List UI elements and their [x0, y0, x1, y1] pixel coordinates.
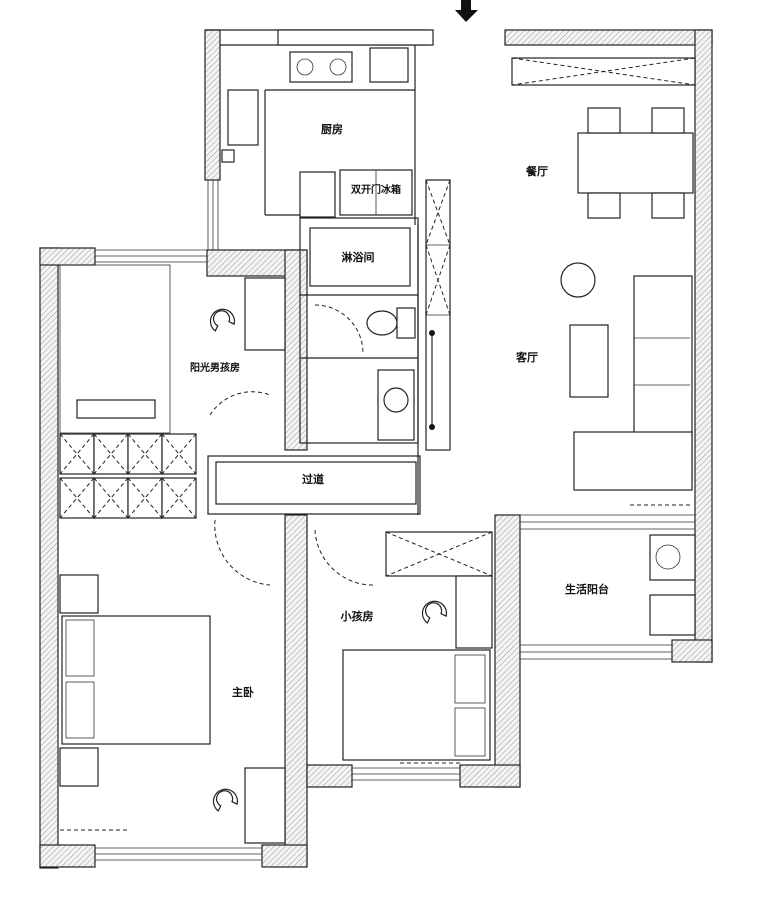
living-area: 客厅: [515, 262, 693, 506]
room-label-balcony: 生活阳台: [565, 582, 609, 596]
bed: [342, 649, 491, 761]
room-label-child-room: 小孩房: [340, 609, 374, 623]
room-label-master-bedroom: 主卧: [232, 685, 254, 699]
basin-icon: [383, 387, 409, 413]
room-label-kitchen: 厨房: [321, 122, 343, 136]
walls: [39, 29, 713, 869]
fan-icon: [560, 262, 596, 298]
room-label-shower: 淋浴间: [342, 250, 375, 264]
corridor: 过道: [207, 455, 421, 515]
washer-icon: [649, 534, 696, 581]
room-label-corridor: 过道: [302, 472, 324, 486]
master-bedroom: 主卧: [59, 519, 286, 844]
kitchen: 厨房 双开门冰箱: [221, 29, 434, 225]
room-label-boy-room: 阳光男孩房: [190, 361, 240, 374]
sink-icon: [227, 89, 259, 146]
cabinet: [425, 179, 451, 451]
room-label-living: 客厅: [515, 350, 538, 364]
windows: [95, 180, 695, 861]
wardrobe: [59, 433, 197, 519]
bed: [61, 615, 211, 745]
child-room: 小孩房: [314, 529, 493, 764]
bathroom: 淋浴间: [299, 217, 419, 444]
coffee-table: [569, 324, 609, 398]
room-label-dining: 餐厅: [525, 164, 548, 178]
stove-icon: [289, 51, 353, 83]
fridge-label: 双开门冰箱: [351, 183, 401, 196]
shower-icon: [309, 227, 411, 287]
entrance-arrow-icon: [455, 0, 478, 22]
balcony: 生活阳台: [565, 534, 696, 636]
toilet-icon: [366, 310, 398, 336]
dining-area: 餐厅: [511, 57, 696, 219]
boy-room: 阳光男孩房: [59, 264, 286, 519]
dining-table: [577, 132, 694, 194]
